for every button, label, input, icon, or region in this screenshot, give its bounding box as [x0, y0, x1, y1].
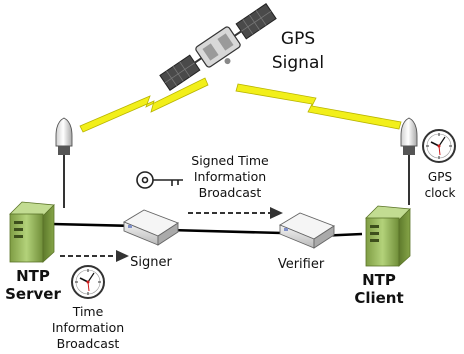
gps-clock-label-line2: clock	[425, 186, 456, 200]
server-clock-icon	[71, 265, 105, 299]
key-icon	[136, 171, 183, 189]
ntp-client-label-line1: NTP	[362, 271, 396, 289]
time-broadcast-label-line2: Information	[52, 320, 124, 335]
ntp-client-label-line2: Client	[354, 289, 403, 307]
signer-device-icon	[123, 209, 179, 246]
time-broadcast-label-line3: Broadcast	[57, 336, 120, 351]
gps-signal-label-line1: GPS	[281, 29, 315, 49]
client-gps-antenna-icon	[400, 117, 418, 155]
ntp-server-tower-icon	[9, 201, 55, 263]
ntp-client-tower-icon	[365, 205, 411, 267]
signer-label: Signer	[130, 255, 172, 270]
time-broadcast-label-line1: Time	[72, 304, 104, 319]
time-broadcast-arrow	[60, 250, 129, 262]
verifier-device-icon	[279, 212, 335, 249]
gps-signal-label-line2: Signal	[272, 53, 324, 73]
lightning-bolt-left-icon	[79, 77, 209, 133]
ntp-server-label-line2: Server	[5, 285, 61, 303]
server-signer-link	[51, 222, 137, 228]
gps-satellite-icon	[159, 3, 277, 91]
signed-broadcast-arrow	[188, 207, 283, 219]
server-gps-antenna-icon	[55, 117, 73, 155]
signed-broadcast-label-line1: Signed Time	[191, 153, 269, 168]
gps-clock-label-line1: GPS	[428, 170, 452, 184]
ntp-server-label-line1: NTP	[16, 267, 50, 285]
lightning-bolt-right-icon	[235, 83, 402, 130]
signed-broadcast-label-line2: Information	[194, 169, 266, 184]
gps-clock-icon	[422, 129, 456, 163]
signer-verifier-link	[169, 228, 283, 235]
verifier-label: Verifier	[278, 257, 325, 272]
signed-broadcast-label-line3: Broadcast	[199, 185, 262, 200]
